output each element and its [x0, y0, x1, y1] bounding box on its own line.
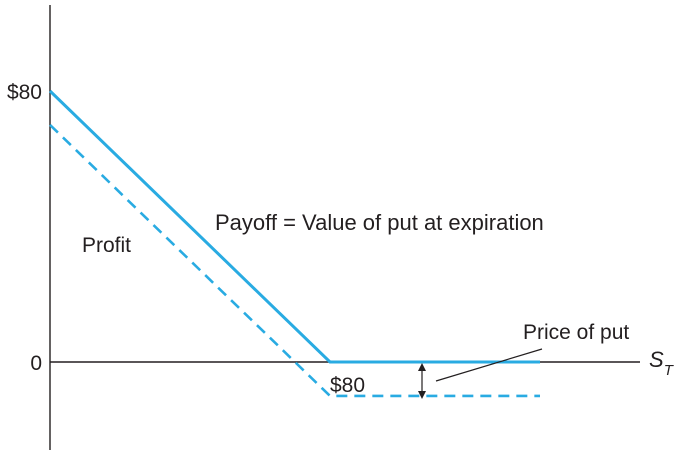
payoff-annotation: Payoff = Value of put at expiration: [215, 210, 544, 235]
double-arrow-head-down: [418, 391, 426, 399]
tick-labels: $80 0 $80: [7, 81, 365, 397]
double-arrow-head-up: [418, 363, 426, 371]
profit-annotation: Profit: [82, 234, 131, 257]
profit-line: [49, 123, 540, 398]
y-tick-label-80: $80: [7, 81, 42, 104]
put-price-double-arrow: [418, 363, 426, 399]
y-tick-label-0: 0: [30, 352, 42, 375]
payoff-line: [48, 89, 540, 364]
x-axis-label-subscript: T: [664, 362, 675, 379]
price-of-put-annotation: Price of put: [523, 321, 629, 344]
x-axis-label: ST: [649, 347, 675, 379]
price-of-put-leader-line: [435, 348, 543, 382]
x-axis-label-main: S: [649, 347, 664, 372]
x-tick-label-80: $80: [330, 374, 365, 397]
